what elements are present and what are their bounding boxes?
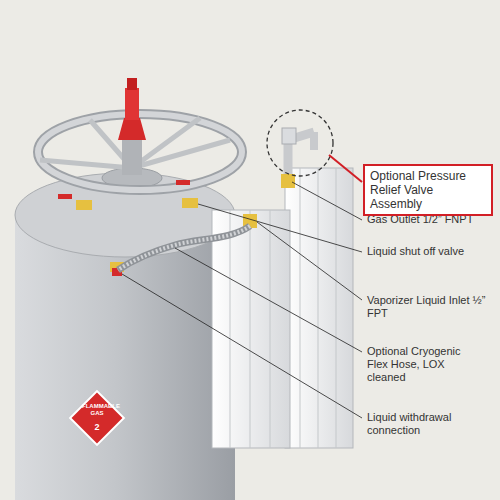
valve-body	[118, 118, 146, 140]
hazard-placard	[70, 391, 124, 445]
valve-stem	[122, 140, 142, 175]
part-label: Optional Cryogenic Flex Hose, LOX cleane…	[367, 345, 471, 384]
brass-fitting	[76, 200, 92, 210]
pipe	[310, 132, 318, 150]
fin-edge	[300, 168, 301, 448]
fin-edge	[230, 210, 231, 448]
leader-line	[122, 274, 362, 418]
leader-line	[198, 204, 362, 252]
valve-handle	[176, 180, 190, 185]
fin-edge	[250, 210, 251, 448]
gas-outlet-fitting	[281, 174, 295, 188]
fin-edge	[336, 168, 337, 448]
callout-box: Optional Pressure Relief Valve Assembly	[363, 164, 493, 216]
brass-fitting	[182, 198, 198, 208]
ring-spoke	[132, 118, 200, 168]
flex-hose	[118, 226, 250, 270]
handling-ring	[38, 114, 242, 190]
ring-spoke	[132, 140, 230, 168]
placard-text: FLAMMABLE GAS	[82, 403, 112, 416]
leader-lines	[122, 182, 362, 418]
part-label: Liquid withdrawal connection	[367, 411, 471, 437]
valve-cap	[125, 88, 139, 120]
leader-line	[292, 182, 362, 220]
vaporizer-front-fins	[212, 210, 290, 448]
center-relief-valve	[118, 78, 146, 175]
leader-line	[175, 248, 362, 352]
pipe-elbow	[282, 128, 296, 144]
part-label: Vaporizer Liquid Inlet ½” FPT	[367, 294, 495, 320]
placard-number: 2	[89, 423, 105, 433]
dashed-circle	[267, 110, 333, 176]
callout-text: Optional Pressure Relief Valve Assembly	[370, 169, 486, 211]
leader-line	[257, 222, 362, 300]
tank-body	[15, 215, 235, 500]
valve-top	[127, 78, 137, 90]
ring-outline	[38, 114, 242, 190]
fin-edge	[270, 210, 271, 448]
fin-edge	[318, 168, 319, 448]
ring-spoke	[40, 160, 132, 168]
callout-line	[329, 155, 362, 182]
valve-handle	[58, 194, 72, 199]
ring-face	[38, 114, 242, 190]
part-label: Liquid shut off valve	[367, 245, 495, 258]
relief-pipe	[267, 110, 333, 176]
cylinder-tank	[15, 168, 235, 500]
hose-braid	[118, 226, 250, 270]
